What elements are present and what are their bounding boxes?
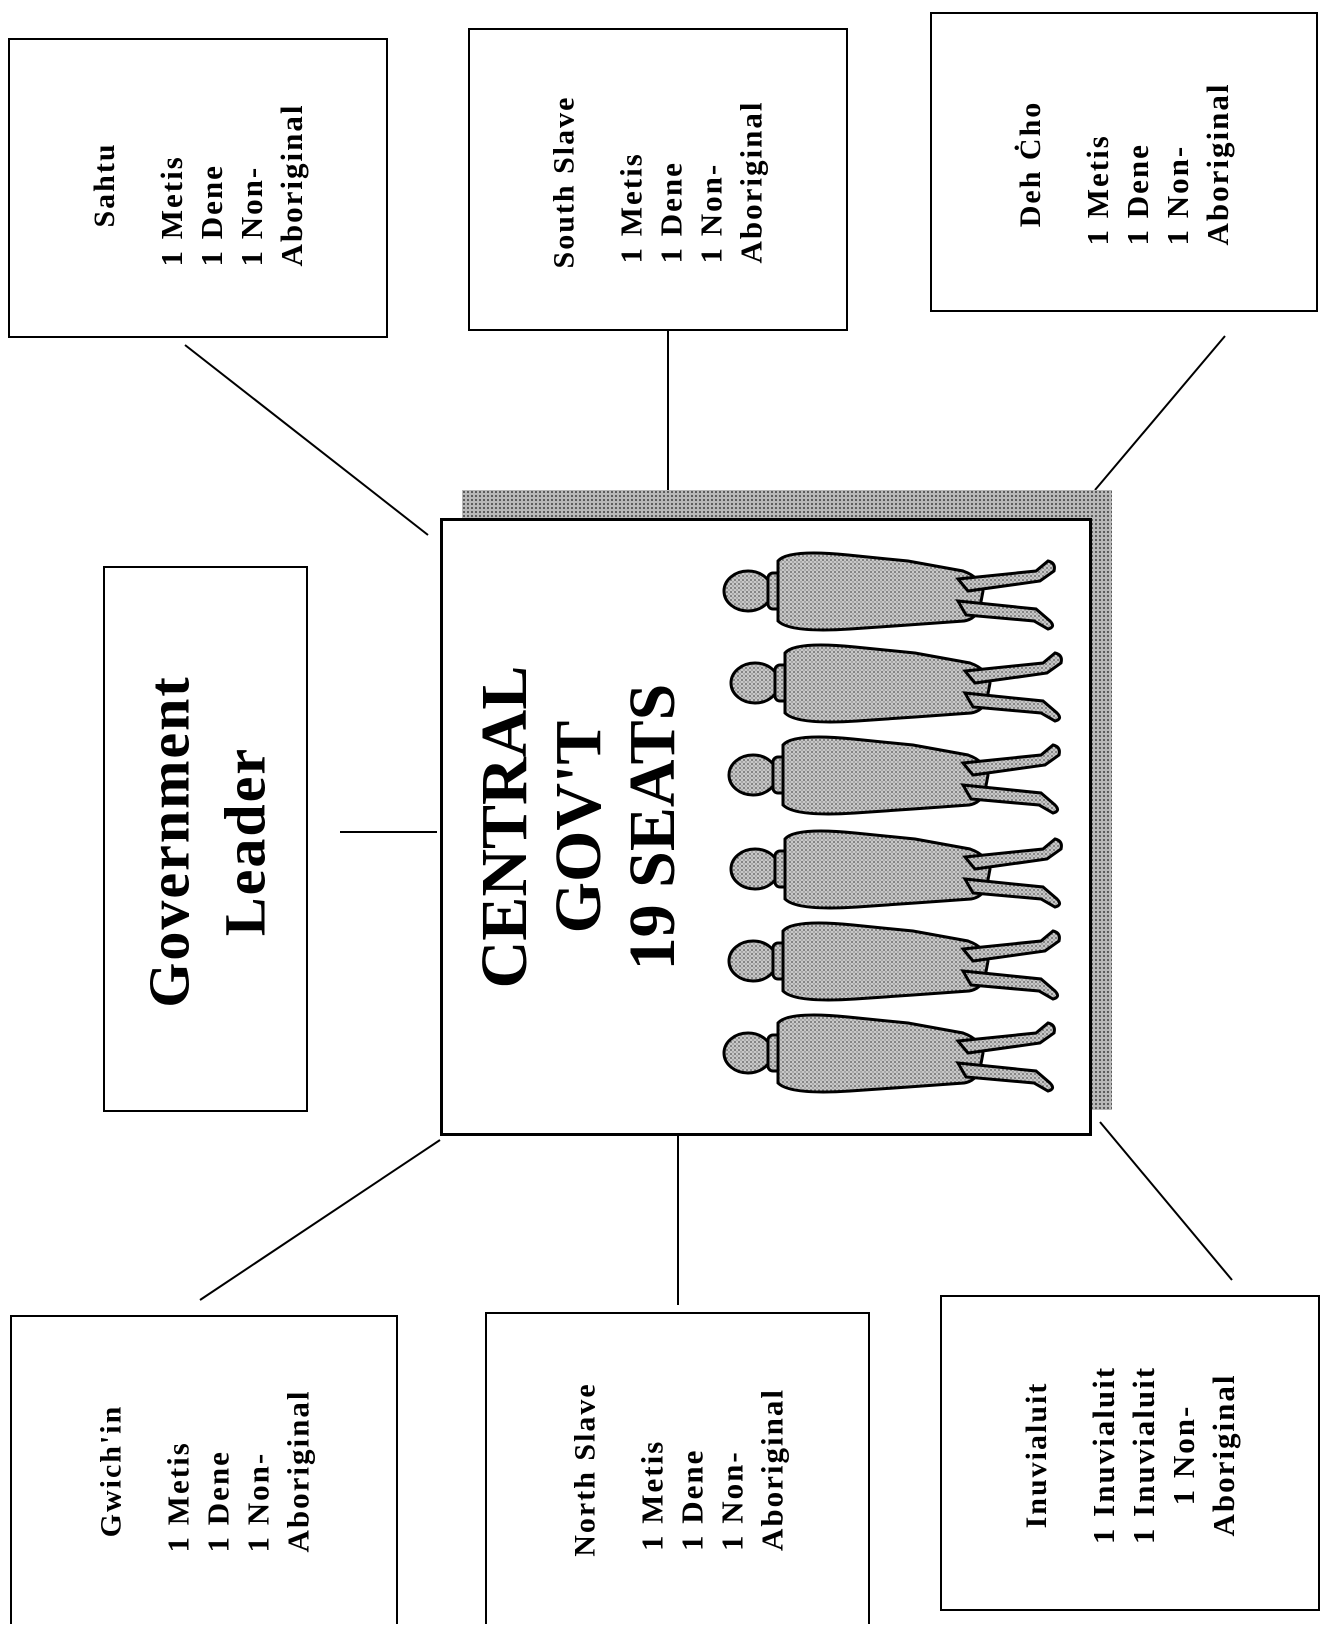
central-box-shadow-side [1090, 490, 1112, 1110]
seat-south-slave-3: 1 Non- [693, 162, 729, 264]
seat-north-slave-4: Aboriginal [754, 1388, 789, 1551]
central-line1: CENTRAL [468, 665, 541, 989]
seat-south-slave-2: 1 Dene [653, 161, 689, 264]
region-box-deh-cho: Deh Ċho 1 Metis 1 Dene 1 Non- Aboriginal [930, 12, 1318, 312]
seat-inuvialuit-2: 1 Inuvialuit [1126, 1365, 1161, 1545]
central-gov-box: CENTRAL GOV'T 19 SEATS [440, 518, 1092, 1136]
seat-gwichin-3: 1 Non- [240, 1451, 276, 1553]
seat-north-slave-3: 1 Non- [714, 1450, 749, 1551]
region-name-deh-cho: Deh Ċho [1014, 100, 1047, 228]
seat-sahtu-1: 1 Metis [154, 155, 189, 267]
seat-sahtu-2: 1 Dene [194, 164, 229, 267]
person-silhouette [729, 643, 1063, 724]
person-silhouette [722, 1013, 1056, 1094]
person-silhouette [727, 735, 1061, 816]
seat-south-slave-4: Aboriginal [733, 100, 769, 264]
seat-gwichin-2: 1 Dene [200, 1450, 236, 1553]
seat-gwichin-4: Aboriginal [280, 1389, 316, 1553]
central-line3: 19 SEATS [616, 683, 689, 971]
connector-sahtu [184, 344, 429, 536]
region-box-inuvialuit: Inuvialuit 1 Inuvialuit 1 Inuvialuit 1 N… [940, 1295, 1320, 1611]
seat-gwichin-1: 1 Metis [160, 1441, 196, 1553]
seat-inuvialuit-1: 1 Inuvialuit [1086, 1365, 1121, 1545]
seat-deh-cho-2: 1 Dene [1120, 143, 1155, 246]
connector-deh-cho [1094, 335, 1226, 491]
region-box-gwichin: Gwich'in 1 Metis 1 Dene 1 Non- Aborigina… [10, 1315, 398, 1624]
person-silhouette [729, 829, 1063, 910]
connector-gwichin [199, 1139, 441, 1301]
region-box-south-slave: South Slave 1 Metis 1 Dene 1 Non- Aborig… [468, 28, 848, 331]
seat-sahtu-3: 1 Non- [234, 165, 269, 267]
seat-deh-cho-1: 1 Metis [1080, 134, 1115, 246]
people-group [722, 551, 1063, 1094]
connector-inuvialuit [1099, 1121, 1233, 1281]
government-leader-line2: Leader [212, 746, 277, 937]
region-name-gwichin: Gwich'in [94, 1404, 128, 1538]
region-box-north-slave: North Slave 1 Metis 1 Dene 1 Non- Aborig… [485, 1312, 870, 1624]
region-name-south-slave: South Slave [547, 95, 581, 269]
seat-sahtu-4: Aboriginal [274, 103, 309, 267]
central-box-shadow [462, 490, 1110, 520]
seat-deh-cho-3: 1 Non- [1160, 144, 1195, 246]
seat-north-slave-1: 1 Metis [634, 1439, 669, 1551]
central-line2: GOV'T [542, 720, 615, 934]
region-name-north-slave: North Slave [568, 1382, 601, 1557]
region-name-inuvialuit: Inuvialuit [1020, 1381, 1053, 1529]
person-silhouette [722, 551, 1056, 632]
government-leader-box: Government Leader [103, 566, 308, 1112]
seat-inuvialuit-4: Aboriginal [1206, 1373, 1241, 1537]
person-silhouette [727, 921, 1061, 1002]
region-name-sahtu: Sahtu [88, 142, 121, 228]
seat-south-slave-1: 1 Metis [613, 152, 649, 264]
seat-north-slave-2: 1 Dene [674, 1448, 709, 1551]
region-box-sahtu: Sahtu 1 Metis 1 Dene 1 Non- Aboriginal [8, 38, 388, 338]
government-leader-line1: Government [136, 675, 201, 1008]
seat-deh-cho-4: Aboriginal [1200, 82, 1235, 246]
people-silhouettes-image [722, 551, 1063, 1094]
seat-inuvialuit-3: 1 Non- [1166, 1404, 1201, 1506]
